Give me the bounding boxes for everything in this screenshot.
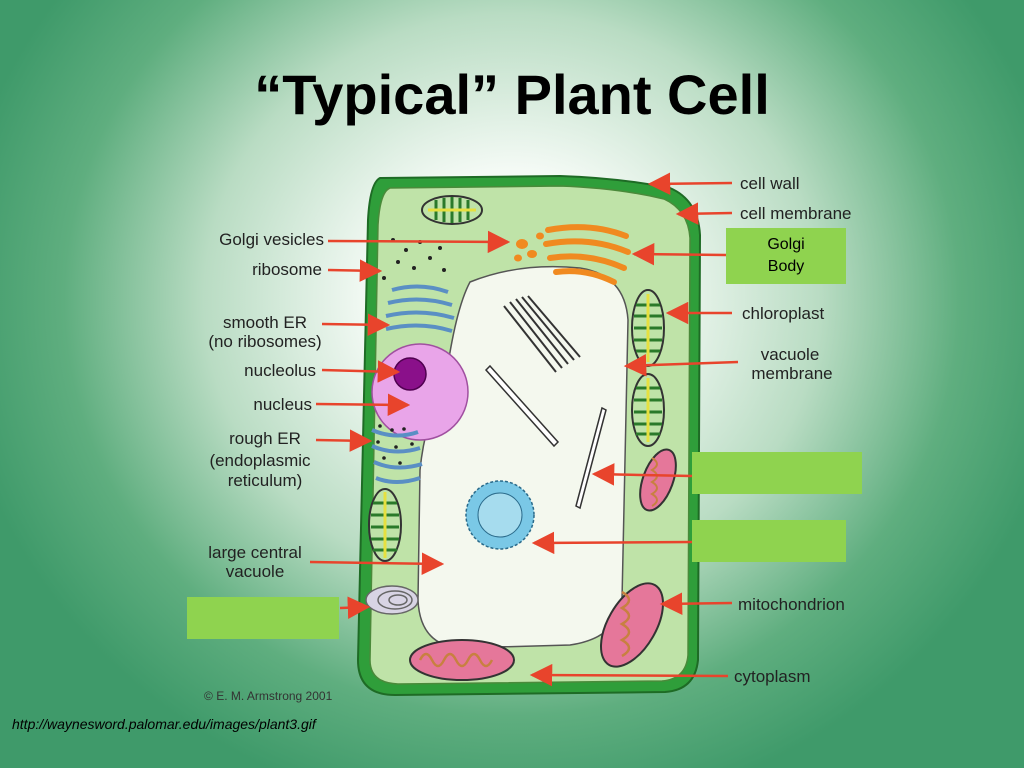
blank-label-box-3	[187, 597, 339, 639]
rough-er	[371, 428, 423, 484]
label-smooth-er-line2: (no ribosomes)	[208, 332, 322, 351]
slide-title: “Typical” Plant Cell	[254, 63, 770, 126]
label-arrows	[309, 172, 739, 687]
needle-crystals	[484, 364, 607, 510]
source-url: http://waynesword.palomar.edu/images/pla…	[12, 716, 316, 732]
druse-crystal	[465, 480, 535, 550]
golgi-body-label-line2: Body	[767, 258, 805, 275]
label-smooth-er-line1: smooth ER	[222, 313, 308, 332]
label-vacuole-membrane-line1: vacuole	[760, 345, 820, 364]
mitochondrion-bottom	[409, 639, 515, 681]
small-vacuole	[365, 585, 419, 615]
copyright-holder: E. M. Armstrong 2001	[216, 689, 333, 703]
golgi-body	[543, 224, 631, 285]
chloroplast-right-1	[631, 289, 665, 367]
chloroplast-left	[368, 488, 402, 562]
blank-label-box-1	[692, 452, 862, 494]
label-mitochondrion: mitochondrion	[738, 595, 845, 614]
label-rough-er-line1: rough ER	[229, 429, 301, 448]
label-cytoplasm: cytoplasm	[734, 667, 811, 686]
golgi-body-label-box: Golgi Body	[726, 228, 846, 284]
label-large-central-vacuole-line1: large central	[208, 543, 302, 562]
label-rough-er-line2: (endoplasmic	[209, 451, 311, 470]
chloroplast-right-2	[631, 373, 665, 447]
chloroplast-top	[421, 195, 483, 225]
label-cell-membrane: cell membrane	[740, 204, 852, 223]
blank-label-box-2	[692, 520, 846, 562]
smooth-er	[385, 284, 455, 333]
rough-er-ribosomes	[376, 424, 414, 465]
label-golgi-vesicles: Golgi vesicles	[219, 230, 324, 249]
label-nucleus: nucleus	[253, 395, 312, 414]
label-large-central-vacuole-line2: vacuole	[225, 562, 285, 581]
label-vacuole-membrane-line2: membrane	[751, 364, 833, 383]
mitochondrion-large	[600, 582, 664, 668]
label-ribosome: ribosome	[252, 260, 322, 279]
label-chloroplast: chloroplast	[742, 304, 825, 323]
label-nucleolus: nucleolus	[244, 361, 316, 380]
nucleus	[371, 343, 469, 441]
copyright-text: © E. M. Armstrong 2001	[204, 689, 333, 703]
golgi-body-label-line1: Golgi	[767, 236, 805, 253]
label-cell-wall: cell wall	[740, 174, 800, 193]
vacuole-fibers	[503, 295, 581, 373]
nucleolus	[393, 357, 427, 391]
label-rough-er-line3: reticulum)	[227, 471, 303, 490]
golgi-vesicles	[514, 232, 544, 262]
